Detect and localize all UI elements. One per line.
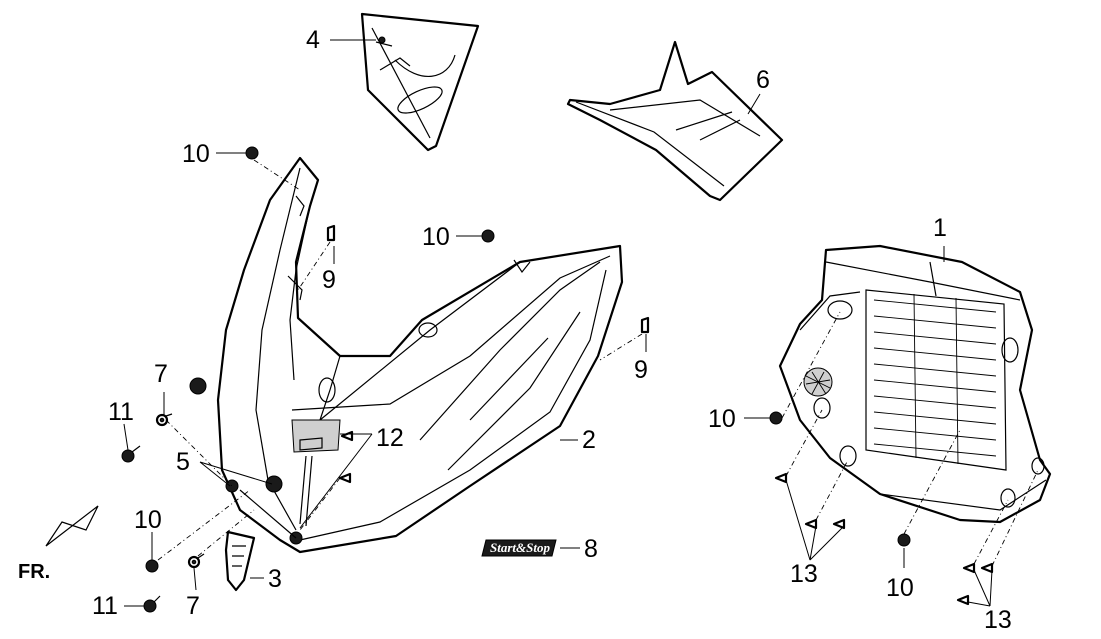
callout-8: 8 (584, 535, 598, 563)
part-6-upper-trim[interactable] (566, 40, 784, 202)
part-7-washer-lower[interactable] (187, 553, 205, 569)
callout-10-side: 10 (708, 405, 736, 433)
callout-13-right: 13 (984, 606, 1012, 634)
assembly-lines (157, 159, 1039, 567)
front-label: FR. (18, 561, 50, 583)
part-1-side-cover[interactable] (778, 244, 1052, 524)
callout-4: 4 (306, 26, 320, 54)
front-arrow-icon (45, 505, 99, 547)
part-5-nut-lower[interactable] (265, 475, 283, 493)
callout-7-upper: 7 (154, 360, 168, 388)
part-7-washer-upper[interactable] (155, 413, 173, 427)
callout-labels: 1 2 3 4 5 6 7 7 8 9 9 10 10 10 10 10 11 … (92, 26, 1012, 634)
part-10-grommet-side[interactable] (769, 411, 783, 425)
part-11-screw-upper[interactable] (121, 445, 141, 463)
callout-11-upper: 11 (108, 398, 134, 426)
part-3-lower-piece[interactable] (224, 530, 256, 592)
part-8-decal[interactable]: Start&Stop (481, 539, 557, 557)
callout-10-top: 10 (182, 140, 210, 168)
callout-5: 5 (176, 448, 190, 476)
callout-2: 2 (582, 426, 596, 454)
callout-3: 3 (268, 565, 282, 593)
callout-10-lower-left: 10 (134, 506, 162, 534)
callout-6: 6 (756, 66, 770, 94)
part-9-clip-lower[interactable] (640, 316, 650, 334)
callout-10-center: 10 (422, 223, 450, 251)
part-5-nut-left[interactable] (225, 479, 239, 493)
callout-9-lower: 9 (634, 356, 648, 384)
decal-logo-text: Start&Stop (490, 540, 550, 555)
callout-12: 12 (376, 424, 404, 452)
callout-10-bottom: 10 (886, 574, 914, 602)
callout-7-lower: 7 (186, 592, 200, 620)
part-10-grommet-lower-left[interactable] (145, 559, 159, 573)
part-11-screw-lower[interactable] (143, 595, 161, 613)
callout-11-lower: 11 (92, 592, 118, 620)
part-2-front-panel[interactable] (216, 156, 624, 554)
part-10-grommet-center[interactable] (481, 229, 495, 243)
callout-9-upper: 9 (322, 266, 336, 294)
part-10-grommet-bottom[interactable] (897, 533, 911, 547)
part-9-clip-upper[interactable] (326, 224, 336, 242)
leader-lines (123, 39, 993, 607)
part-5-nut-upper[interactable] (189, 377, 207, 395)
callout-13-left: 13 (790, 560, 818, 588)
front-direction-marker: FR. (18, 505, 99, 583)
callout-1: 1 (933, 214, 947, 242)
part-10-grommet-top[interactable] (245, 146, 259, 160)
part-13-screws[interactable] (774, 472, 994, 606)
part-4-inner-cover[interactable] (360, 12, 480, 152)
